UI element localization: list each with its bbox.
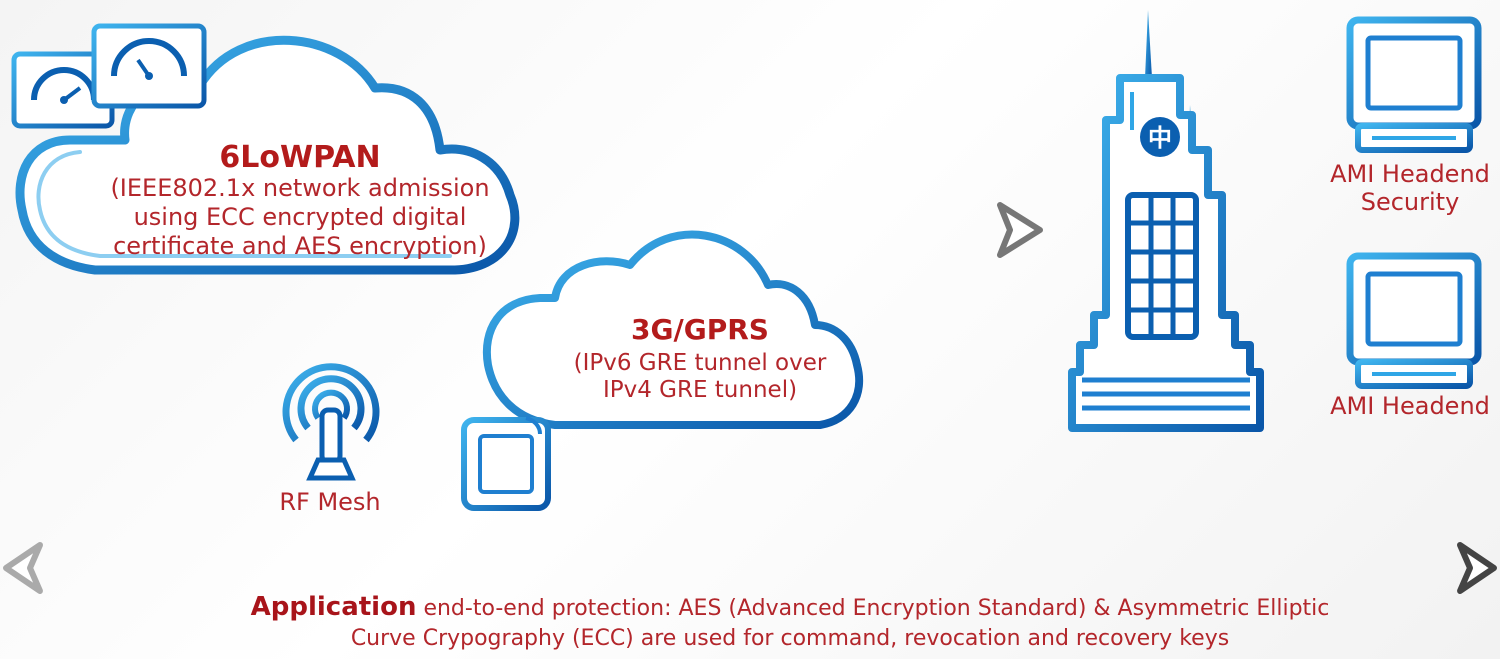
building-icon: 中 (1068, 10, 1264, 432)
cloud-6lowpan-desc-line: (IEEE802.1x network admission (110, 174, 490, 202)
end-to-end-double-arrow (3, 542, 1497, 594)
arrow-to-headend (852, 202, 1043, 258)
footer-caption: Application end-to-end protection: AES (… (150, 592, 1430, 654)
ami-headend-label: AMI Headend (1330, 392, 1490, 420)
ami-security-line: Security (1360, 188, 1460, 216)
footer-line-1: Application end-to-end protection: AES (… (150, 592, 1430, 624)
cloud-6lowpan-desc-line: certificate and AES encryption) (113, 232, 487, 260)
footer-line-1-rest: end-to-end protection: AES (Advanced Enc… (416, 596, 1330, 621)
ami-security-line: AMI Headend (1330, 160, 1490, 188)
rf-mesh-label: RF Mesh (279, 488, 381, 516)
ami-headend-security-label: AMI Headend Security (1320, 160, 1500, 216)
building-emblem: 中 (1148, 124, 1172, 152)
rf-antenna-icon (282, 363, 380, 481)
cloud-6lowpan-title: 6LoWPAN (219, 140, 381, 175)
monitor-icon (1346, 16, 1482, 153)
monitor-icon (1346, 252, 1482, 389)
meter-icon (91, 23, 207, 109)
cloud-6lowpan-desc-line: using ECC encrypted digital (133, 203, 467, 231)
cloud-3g-gprs (482, 230, 864, 429)
cloud-3g-gprs-title: 3G/GPRS (631, 313, 769, 346)
cloud-3g-desc-line: (IPv6 GRE tunnel over (573, 350, 827, 376)
cloud-3g-desc-line: IPv4 GRE tunnel) (602, 377, 798, 403)
cloud-3g-gprs-description: (IPv6 GRE tunnel over IPv4 GRE tunnel) (540, 350, 860, 404)
cloud-6lowpan-description: (IEEE802.1x network admission using ECC … (70, 174, 530, 261)
router-icon (461, 416, 551, 511)
footer-line-2: Curve Crypography (ECC) are used for com… (350, 626, 1230, 651)
footer-lead: Application (250, 592, 417, 622)
